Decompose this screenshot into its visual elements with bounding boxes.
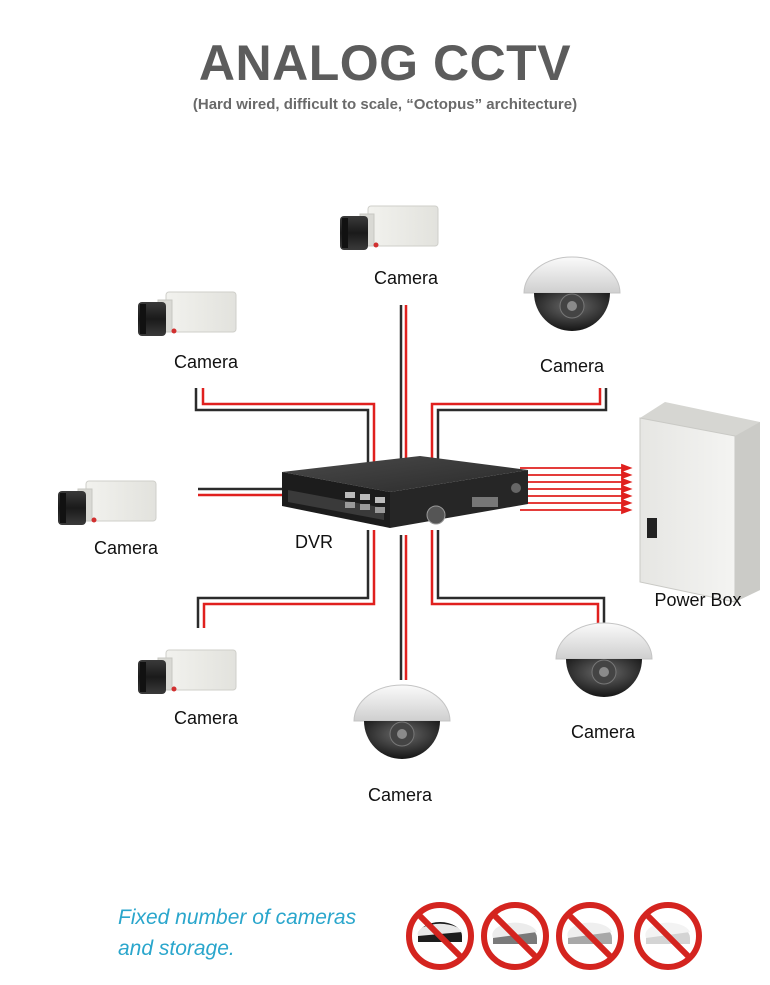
no-camera-icon — [409, 905, 471, 967]
dvr-unit — [282, 456, 528, 528]
camera-upper-left-label: Camera — [173, 352, 239, 372]
cable-bottom — [399, 535, 408, 680]
camera-mid-left-label: Camera — [93, 538, 159, 558]
dvr-label: DVR — [294, 532, 334, 552]
camera-bottom-icon — [353, 684, 451, 760]
power-box — [639, 402, 760, 603]
camera-upper-right-icon — [523, 256, 621, 332]
camera-lower-right-label: Camera — [570, 722, 636, 742]
camera-mid-left-icon — [57, 480, 157, 526]
cable-top — [399, 305, 408, 468]
page-title: ANALOG CCTV — [198, 35, 572, 91]
camera-lower-left-icon — [137, 649, 237, 695]
footer-note: Fixed number of cameras and storage. — [118, 902, 356, 964]
cable-mid-left — [198, 487, 290, 497]
no-camera-icon — [559, 905, 621, 967]
cable-lower-right — [430, 530, 606, 624]
footer-note-line2: and storage. — [118, 937, 235, 960]
prohibited-icons — [409, 905, 699, 967]
cable-upper-left — [194, 388, 376, 472]
camera-top-label: Camera — [373, 268, 439, 288]
power-cables — [520, 463, 633, 515]
page-subtitle: (Hard wired, difficult to scale, “Octopu… — [192, 96, 578, 113]
cable-lower-left — [196, 530, 376, 628]
camera-top-icon — [339, 205, 439, 251]
camera-lower-left-label: Camera — [173, 708, 239, 728]
cable-upper-right — [430, 388, 608, 470]
camera-lower-right-icon — [555, 622, 653, 698]
camera-upper-left-icon — [137, 291, 237, 337]
no-camera-icon — [484, 905, 546, 967]
camera-upper-right-label: Camera — [539, 356, 605, 376]
no-camera-icon — [637, 905, 699, 967]
power-box-label: Power Box — [654, 590, 742, 610]
footer-note-line1: Fixed number of cameras — [118, 906, 357, 929]
camera-bottom-label: Camera — [367, 785, 433, 805]
